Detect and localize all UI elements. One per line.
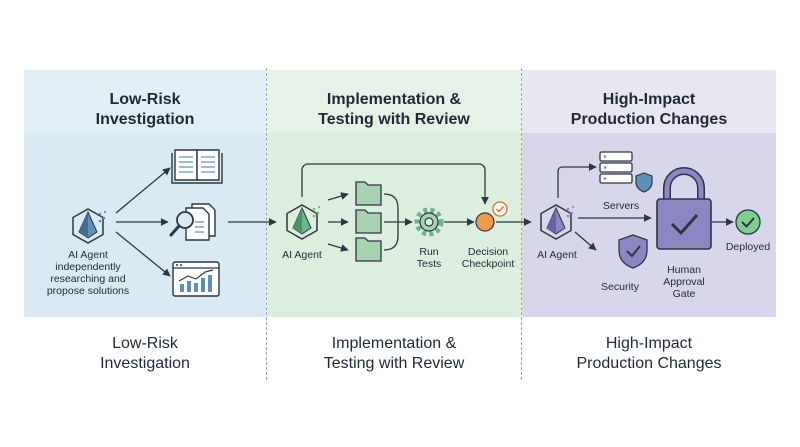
footer-title-high-impact: High-Impact Production Changes bbox=[576, 335, 722, 372]
column-title-low-risk: Low-Risk Investigation bbox=[95, 91, 195, 128]
column-implementation-header: Implementation & Testing with Review bbox=[267, 70, 521, 133]
run-tests-label: Run Tests bbox=[416, 246, 442, 270]
arrow-to-security bbox=[574, 231, 597, 251]
gear-icon bbox=[414, 207, 444, 237]
column-divider bbox=[521, 68, 522, 380]
ai-agent-icon bbox=[72, 208, 107, 244]
deployed-label: Deployed bbox=[725, 241, 771, 253]
security-shield-icon bbox=[618, 234, 648, 269]
human-approval-gate-icon bbox=[656, 167, 712, 250]
column-low-risk-header: Low-Risk Investigation bbox=[24, 70, 266, 133]
folder-icon bbox=[355, 209, 382, 234]
ai-agent-label: AI Agent independently researching and p… bbox=[46, 249, 130, 297]
column-divider bbox=[266, 68, 267, 380]
folder-icon bbox=[355, 237, 382, 262]
column-low-risk-body bbox=[24, 133, 266, 317]
ai-agent-label: AI Agent bbox=[282, 249, 322, 261]
analytics-chart-icon bbox=[172, 261, 220, 297]
footer-title-low-risk: Low-Risk Investigation bbox=[100, 335, 190, 372]
column-high-impact-header: High-Impact Production Changes bbox=[522, 70, 776, 133]
human-approval-gate-label: Human Approval Gate bbox=[663, 264, 705, 300]
column-title-high-impact: High-Impact Production Changes bbox=[570, 91, 728, 128]
book-icon bbox=[171, 149, 223, 184]
servers-icon bbox=[599, 151, 653, 193]
ai-agent-icon bbox=[286, 204, 321, 240]
servers-label: Servers bbox=[602, 200, 640, 212]
column-title-implementation: Implementation & Testing with Review bbox=[318, 91, 470, 128]
footer-title-implementation: Implementation & Testing with Review bbox=[323, 335, 465, 372]
review-loop-arrow bbox=[301, 163, 489, 205]
decision-checkpoint-icon bbox=[475, 201, 508, 232]
arrow-to-servers bbox=[557, 163, 597, 198]
security-label: Security bbox=[601, 281, 639, 293]
ai-agent-icon bbox=[540, 204, 575, 240]
arrows-to-folders bbox=[327, 192, 349, 252]
decision-checkpoint-label: Decision Checkpoint bbox=[461, 246, 515, 270]
arrows-to-research bbox=[115, 167, 171, 277]
document-magnifier-icon bbox=[169, 203, 216, 241]
merge-arrow bbox=[383, 193, 412, 251]
ai-agent-label: AI Agent bbox=[537, 249, 577, 261]
folder-icon bbox=[355, 181, 382, 206]
deployed-check-icon bbox=[735, 209, 761, 235]
